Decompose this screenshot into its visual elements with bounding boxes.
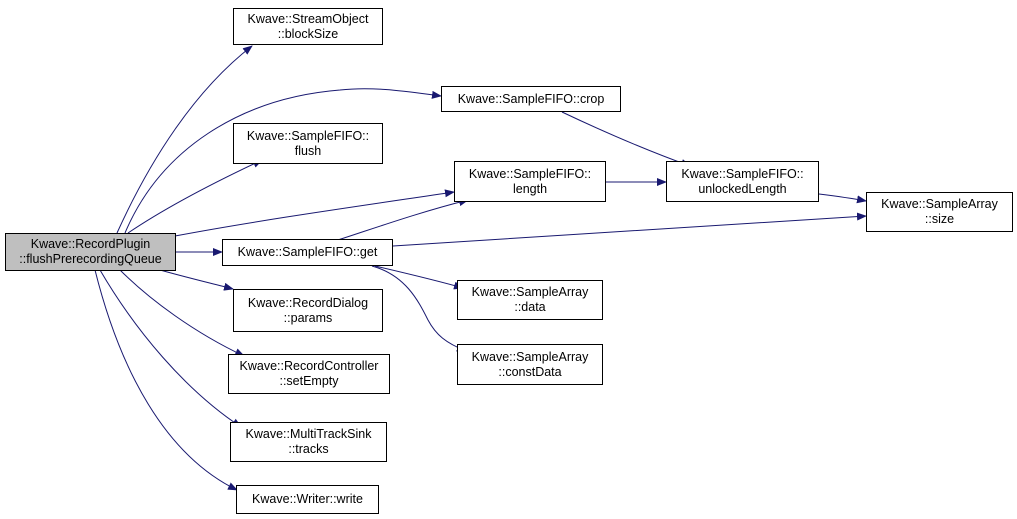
node-label-line1: Kwave::SampleFIFO::crop <box>457 91 605 106</box>
node-label-line1: Kwave::RecordController <box>239 359 379 373</box>
node-label-line1: Kwave::SampleArray <box>881 197 998 211</box>
edge-root-setempty <box>119 269 245 357</box>
node-label-line2: ::blockSize <box>277 26 339 41</box>
edge-unlocked-size <box>818 193 867 204</box>
node-record-plugin-flush-prerecording-queue[interactable]: Kwave::RecordPlugin ::flushPrerecordingQ… <box>5 233 176 271</box>
node-sample-array-size[interactable]: Kwave::SampleArray ::size <box>866 192 1013 232</box>
node-writer-write[interactable]: Kwave::Writer::write <box>236 485 379 514</box>
node-label-line1: Kwave::RecordPlugin <box>30 237 151 251</box>
node-label-line2: flush <box>294 143 322 158</box>
edge-root-flush <box>127 159 263 234</box>
node-sample-array-const-data[interactable]: Kwave::SampleArray ::constData <box>457 344 603 385</box>
node-sample-fifo-length[interactable]: Kwave::SampleFIFO:: length <box>454 161 606 202</box>
edge-crop-unlocked <box>561 111 691 167</box>
edge-root-tracks <box>99 269 242 428</box>
node-label-line1: Kwave::SampleArray <box>471 349 589 364</box>
node-label-line2: ::params <box>283 310 333 325</box>
edge-root-length <box>174 189 455 237</box>
node-label-line1: Kwave::SampleArray <box>471 285 589 299</box>
node-multi-track-sink-tracks[interactable]: Kwave::MultiTrackSink ::tracks <box>230 422 387 462</box>
edge-get-size <box>392 212 867 247</box>
node-label-line1: Kwave::Writer::write <box>252 492 363 506</box>
node-sample-fifo-flush[interactable]: Kwave::SampleFIFO:: flush <box>233 123 383 164</box>
node-label-line2: ::flushPrerecordingQueue <box>19 252 162 266</box>
node-label-line1: Kwave::SampleFIFO::get <box>237 245 378 259</box>
node-label-line2: length <box>512 181 548 196</box>
node-label-line2: ::tracks <box>288 442 329 456</box>
edge-get-data <box>374 265 464 290</box>
node-label-line1: Kwave::SampleFIFO:: <box>468 166 592 181</box>
node-label-line1: Kwave::SampleFIFO:: <box>246 128 370 143</box>
node-label-line2: ::setEmpty <box>279 374 339 388</box>
node-label-line1: Kwave::MultiTrackSink <box>245 427 372 441</box>
node-label-line1: Kwave::RecordDialog <box>247 295 369 310</box>
edge-root-crop <box>124 88 442 234</box>
node-label-line1: Kwave::SampleFIFO:: <box>681 166 804 181</box>
node-record-controller-set-empty[interactable]: Kwave::RecordController ::setEmpty <box>228 354 390 394</box>
node-label-line2: unlockedLength <box>698 181 787 196</box>
node-stream-object-block-size[interactable]: Kwave::StreamObject ::blockSize <box>233 8 383 45</box>
edge-root-params <box>159 269 234 291</box>
node-label-line2: ::size <box>924 212 955 226</box>
node-record-dialog-params[interactable]: Kwave::RecordDialog ::params <box>233 289 383 332</box>
node-sample-array-data[interactable]: Kwave::SampleArray ::data <box>457 280 603 320</box>
node-sample-fifo-unlocked-length[interactable]: Kwave::SampleFIFO:: unlockedLength <box>666 161 819 202</box>
edge-get-constdata <box>371 265 467 352</box>
node-label-line2: ::constData <box>498 364 562 379</box>
node-sample-fifo-get[interactable]: Kwave::SampleFIFO::get <box>222 239 393 266</box>
edge-get-length <box>337 198 469 241</box>
node-sample-fifo-crop[interactable]: Kwave::SampleFIFO::crop <box>441 86 621 112</box>
node-label-line1: Kwave::StreamObject <box>247 11 369 26</box>
edge-root-write <box>94 269 238 491</box>
edge-root-blocksize <box>116 45 253 234</box>
node-label-line2: ::data <box>514 300 546 314</box>
